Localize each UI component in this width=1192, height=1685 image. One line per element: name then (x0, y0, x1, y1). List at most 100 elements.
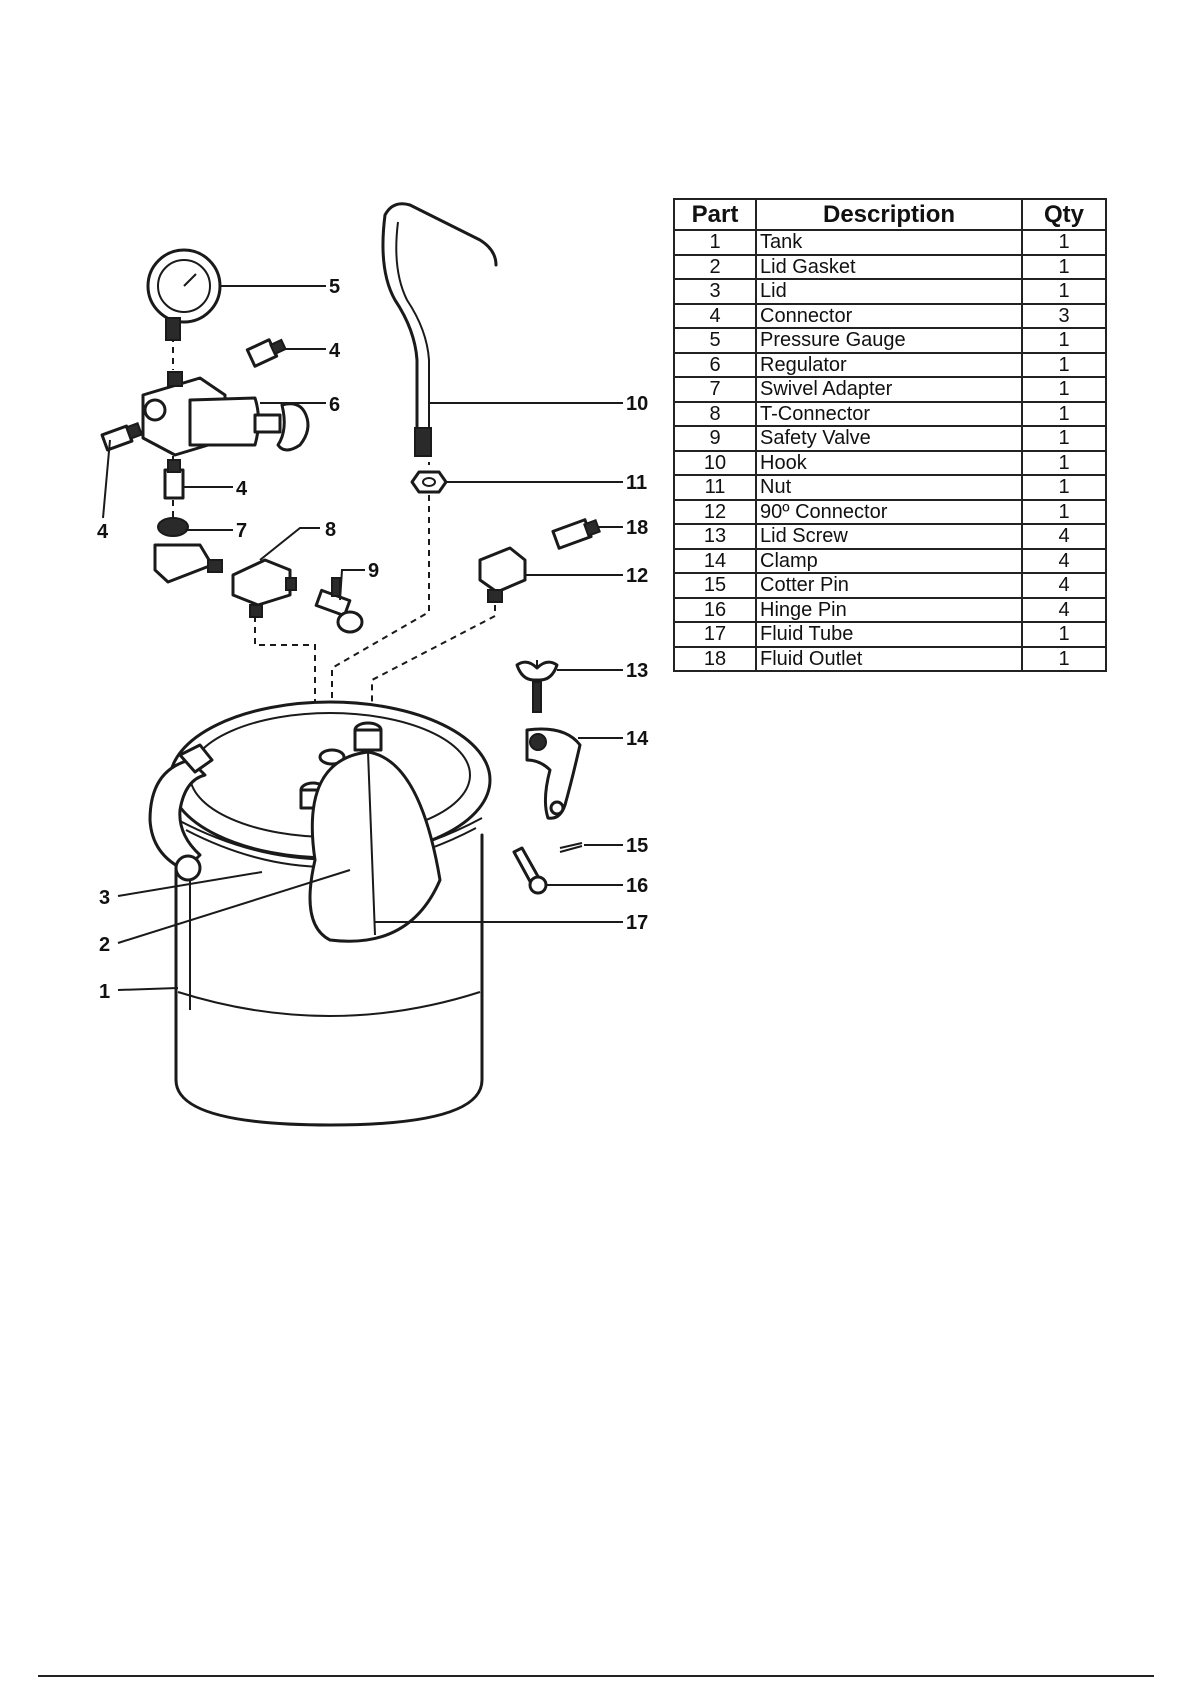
header-qty: Qty (1021, 198, 1107, 231)
connector-top (245, 338, 287, 368)
cell-part: 5 (673, 327, 757, 354)
cell-part: 10 (673, 449, 757, 476)
cell-qty: 1 (1021, 449, 1107, 476)
connector-left (100, 422, 143, 452)
cell-description: Tank (755, 229, 1023, 256)
header-description: Description (755, 198, 1023, 231)
cell-qty: 1 (1021, 253, 1107, 280)
footer-rule (38, 1675, 1154, 1677)
callout-18: 18 (626, 517, 648, 539)
fluid-outlet (551, 518, 601, 550)
callout-16: 16 (626, 875, 648, 897)
cell-part: 15 (673, 572, 757, 599)
cell-qty: 1 (1021, 498, 1107, 525)
cell-description: Fluid Outlet (755, 645, 1023, 672)
table-header-row: Part Description Qty (673, 198, 1107, 231)
cell-description: Hinge Pin (755, 596, 1023, 623)
callout-labels: 5 4 6 4 4 7 8 9 10 11 18 12 13 14 15 16 … (97, 276, 649, 1003)
cell-part: 4 (673, 302, 757, 329)
cell-qty: 1 (1021, 645, 1107, 672)
cell-qty: 4 (1021, 596, 1107, 623)
nut (410, 470, 448, 494)
cell-part: 1 (673, 229, 757, 256)
cell-description: Hook (755, 449, 1023, 476)
cell-description: Cotter Pin (755, 572, 1023, 599)
callout-9: 9 (368, 560, 379, 582)
lid-screw (515, 660, 559, 713)
cell-description: Fluid Tube (755, 621, 1023, 648)
callout-4-left: 4 (97, 521, 109, 543)
cell-description: Nut (755, 474, 1023, 501)
cell-qty: 1 (1021, 376, 1107, 403)
callout-4-top: 4 (329, 340, 341, 362)
cell-part: 18 (673, 645, 757, 672)
callout-10: 10 (626, 393, 648, 415)
cell-qty: 1 (1021, 278, 1107, 305)
cell-part: 7 (673, 376, 757, 403)
cotter-pin (559, 842, 583, 853)
hook (381, 202, 498, 457)
cell-description: Lid Gasket (755, 253, 1023, 280)
cell-part: 17 (673, 621, 757, 648)
callout-12: 12 (626, 565, 648, 587)
regulator (141, 371, 310, 457)
tank-clamp-left (148, 743, 214, 882)
pressure-gauge (146, 248, 222, 341)
cell-qty: 1 (1021, 474, 1107, 501)
callout-5: 5 (329, 276, 340, 298)
callout-8: 8 (325, 519, 336, 541)
cell-part: 11 (673, 474, 757, 501)
hinge-pin (512, 846, 548, 895)
callout-7: 7 (236, 520, 247, 542)
callout-15: 15 (626, 835, 648, 857)
cell-description: Regulator (755, 351, 1023, 378)
callout-13: 13 (626, 660, 648, 682)
cell-description: Clamp (755, 547, 1023, 574)
header-part: Part (673, 198, 757, 231)
cell-part: 14 (673, 547, 757, 574)
cell-qty: 1 (1021, 229, 1107, 256)
callout-11: 11 (626, 472, 647, 494)
cell-qty: 1 (1021, 351, 1107, 378)
leader-lines (102, 285, 623, 991)
cell-description: Lid (755, 278, 1023, 305)
clamp (525, 727, 582, 820)
cell-qty: 1 (1021, 621, 1107, 648)
safety-valve (314, 577, 364, 634)
callout-1: 1 (99, 981, 110, 1003)
cell-qty: 4 (1021, 572, 1107, 599)
fluid-tube (308, 750, 442, 943)
callout-14: 14 (626, 728, 649, 750)
cell-description: Swivel Adapter (755, 376, 1023, 403)
cell-qty: 4 (1021, 547, 1107, 574)
swivel-adapter (153, 517, 223, 584)
cell-description: Safety Valve (755, 425, 1023, 452)
cell-part: 16 (673, 596, 757, 623)
connector-middle (163, 459, 185, 500)
cell-part: 12 (673, 498, 757, 525)
t-connector (231, 558, 297, 618)
cell-qty: 4 (1021, 523, 1107, 550)
ninety-degree-connector (478, 546, 527, 603)
callout-2: 2 (99, 934, 110, 956)
cell-part: 13 (673, 523, 757, 550)
